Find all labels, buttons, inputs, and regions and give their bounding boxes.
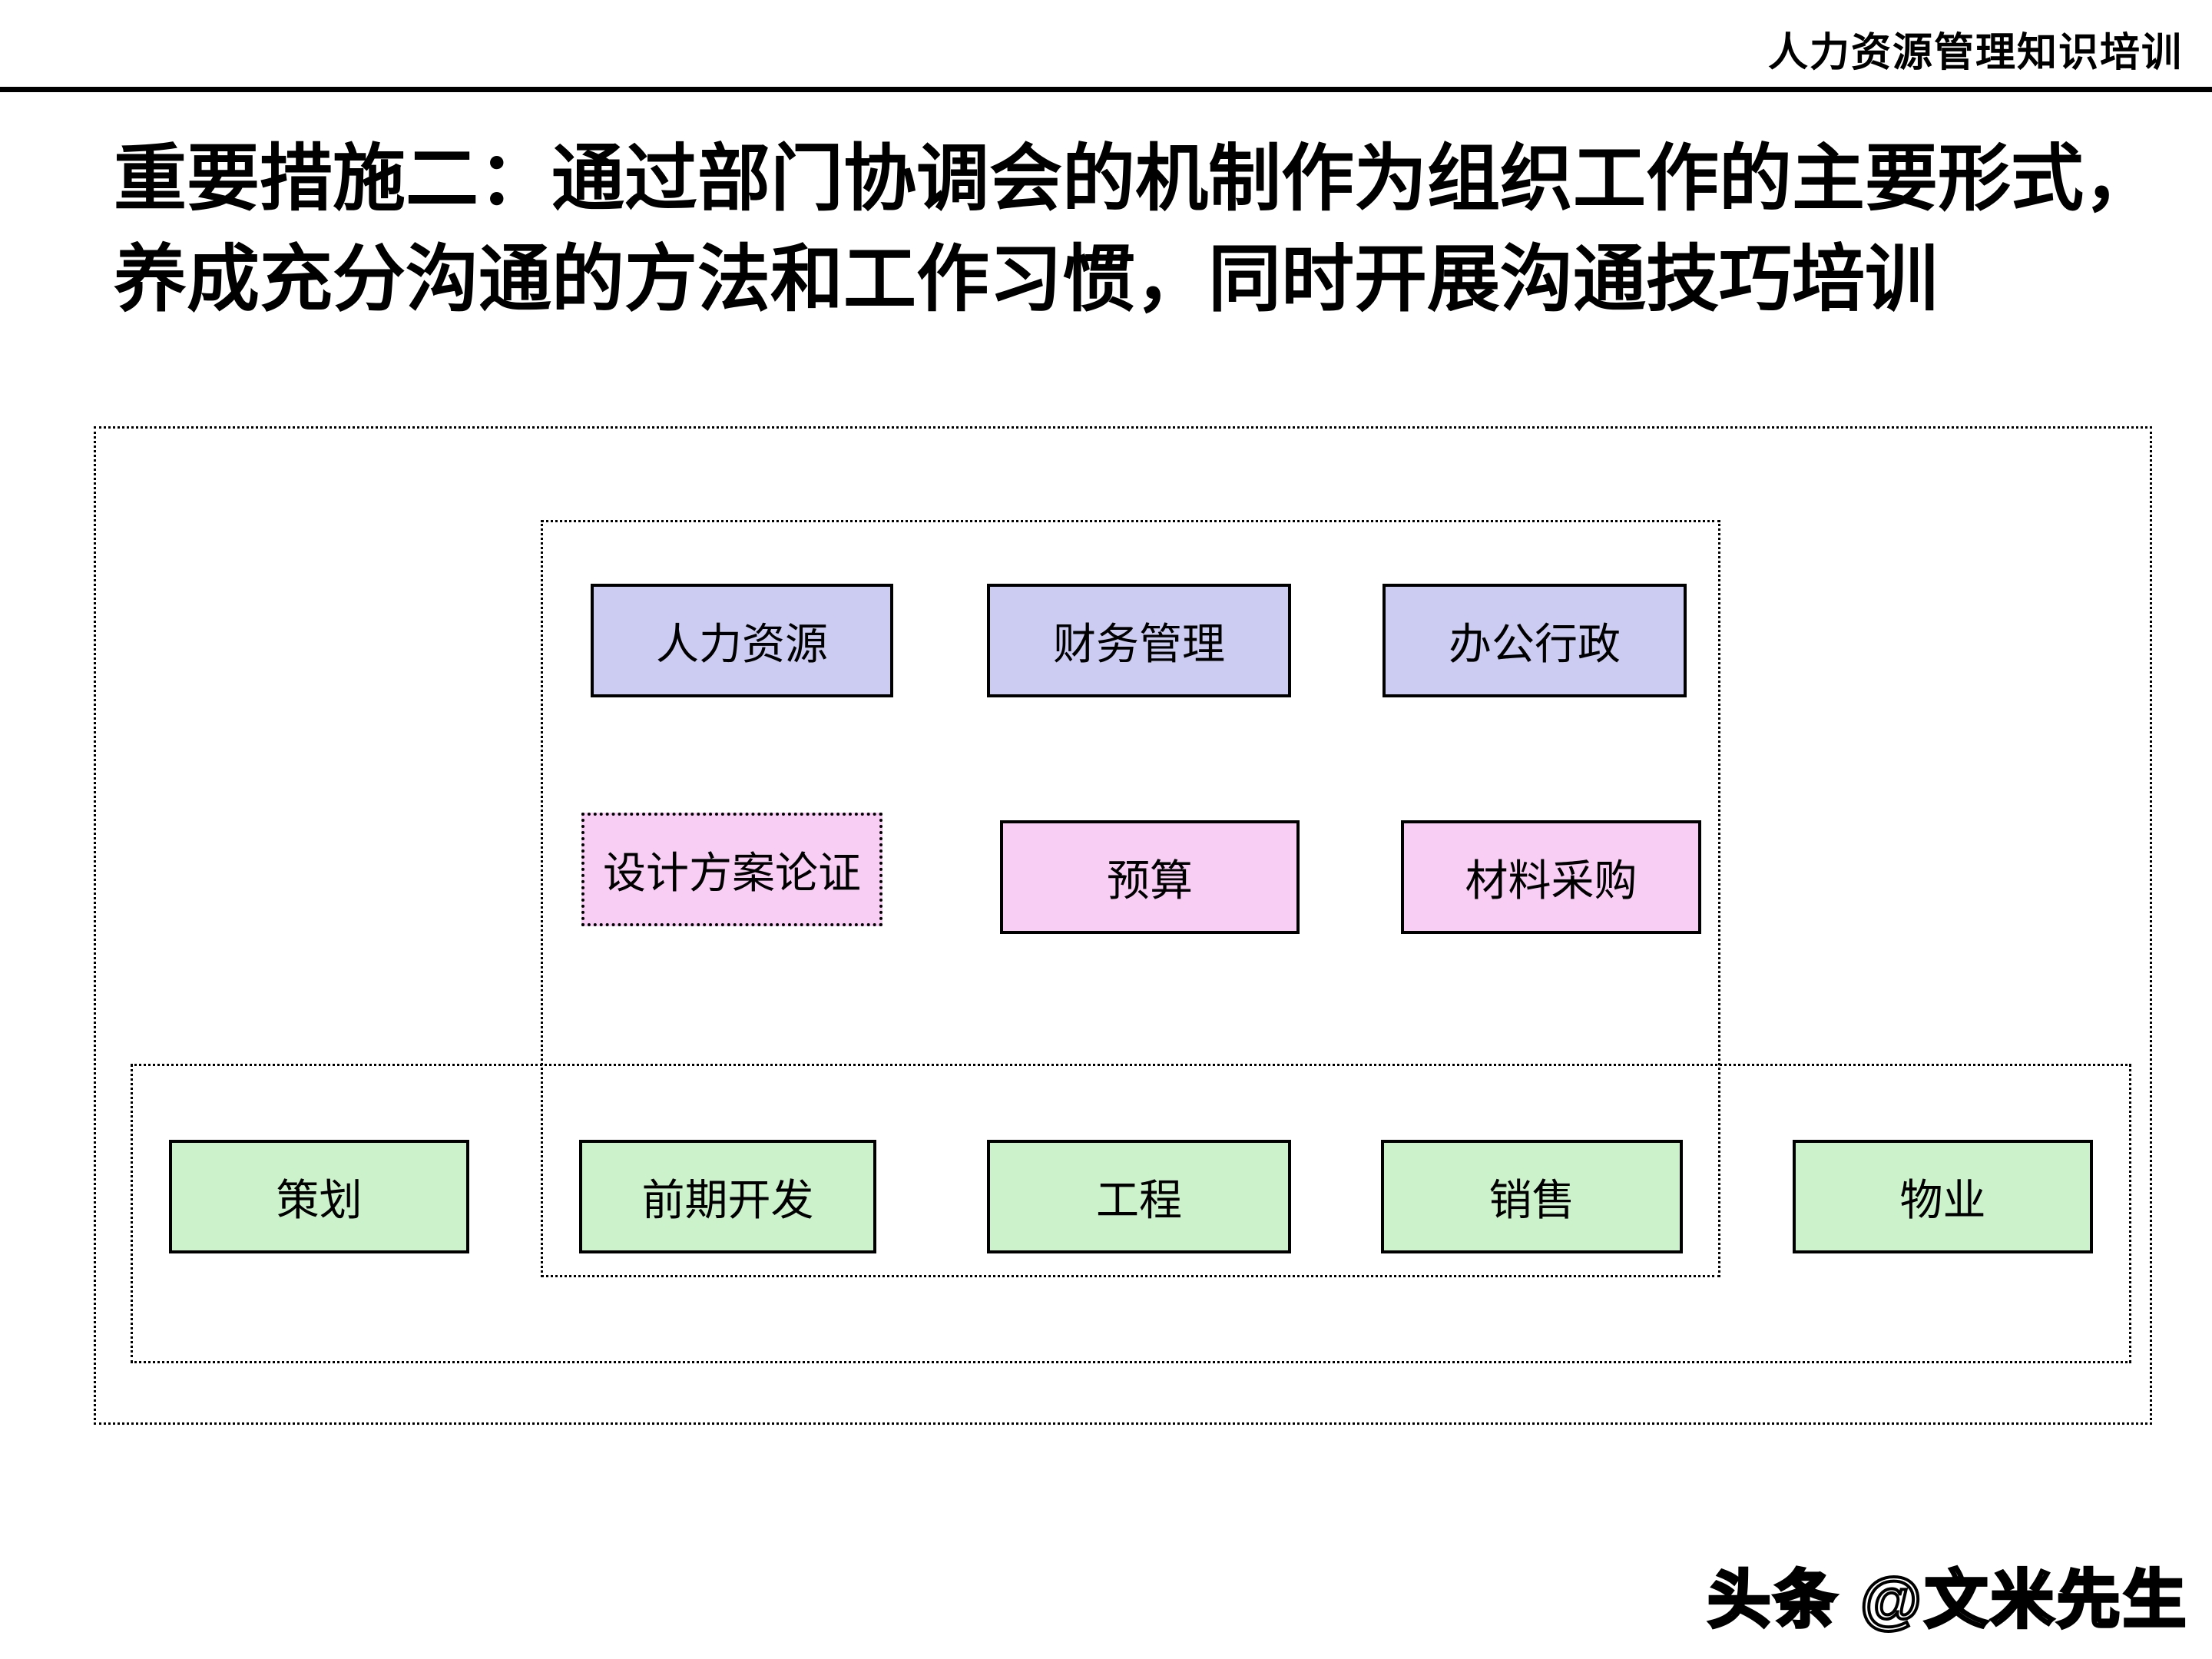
box-property: 物业 <box>1793 1140 2093 1253</box>
box-pre-development-label: 前期开发 <box>641 1175 814 1224</box>
box-design-proposal-review-label: 设计方案论证 <box>603 848 861 897</box>
business-boundary <box>131 1064 2131 1363</box>
box-design-proposal-review: 设计方案论证 <box>581 813 882 926</box>
outer-boundary <box>94 426 2152 1425</box>
box-planning: 策划 <box>169 1140 469 1253</box>
coordination-boundary <box>541 520 1720 1277</box>
slide-title: 重要措施二：通过部门协调会的机制作为组织工作的主要形式， 养成充分沟通的方法和工… <box>114 129 2187 330</box>
box-finance-management: 财务管理 <box>987 584 1291 697</box>
box-sales: 销售 <box>1381 1140 1683 1253</box>
box-material-procurement: 材料采购 <box>1401 820 1701 934</box>
box-human-resources: 人力资源 <box>591 584 893 697</box>
watermark: 头条 @文米先生 <box>1706 1564 2189 1637</box>
box-material-procurement-label: 材料采购 <box>1465 856 1637 905</box>
box-office-admin: 办公行政 <box>1382 584 1687 697</box>
box-planning-label: 策划 <box>276 1175 363 1224</box>
box-human-resources-label: 人力资源 <box>656 619 828 668</box>
box-pre-development: 前期开发 <box>579 1140 876 1253</box>
header-title: 人力资源管理知识培训 <box>1767 31 2183 75</box>
box-property-label: 物业 <box>1899 1175 1986 1224</box>
box-sales-label: 销售 <box>1488 1175 1575 1224</box>
box-budget-label: 预算 <box>1107 856 1193 905</box>
header-rule <box>0 87 2212 92</box>
box-office-admin-label: 办公行政 <box>1449 619 1621 668</box>
box-budget: 预算 <box>1000 820 1300 934</box>
box-engineering: 工程 <box>987 1140 1291 1253</box>
box-engineering-label: 工程 <box>1096 1175 1182 1224</box>
slide-title-line-1: 重要措施二：通过部门协调会的机制作为组织工作的主要形式， <box>114 138 2157 220</box>
slide-title-line-2: 养成充分沟通的方法和工作习惯，同时开展沟通技巧培训 <box>114 239 1939 320</box>
box-finance-management-label: 财务管理 <box>1053 619 1225 668</box>
